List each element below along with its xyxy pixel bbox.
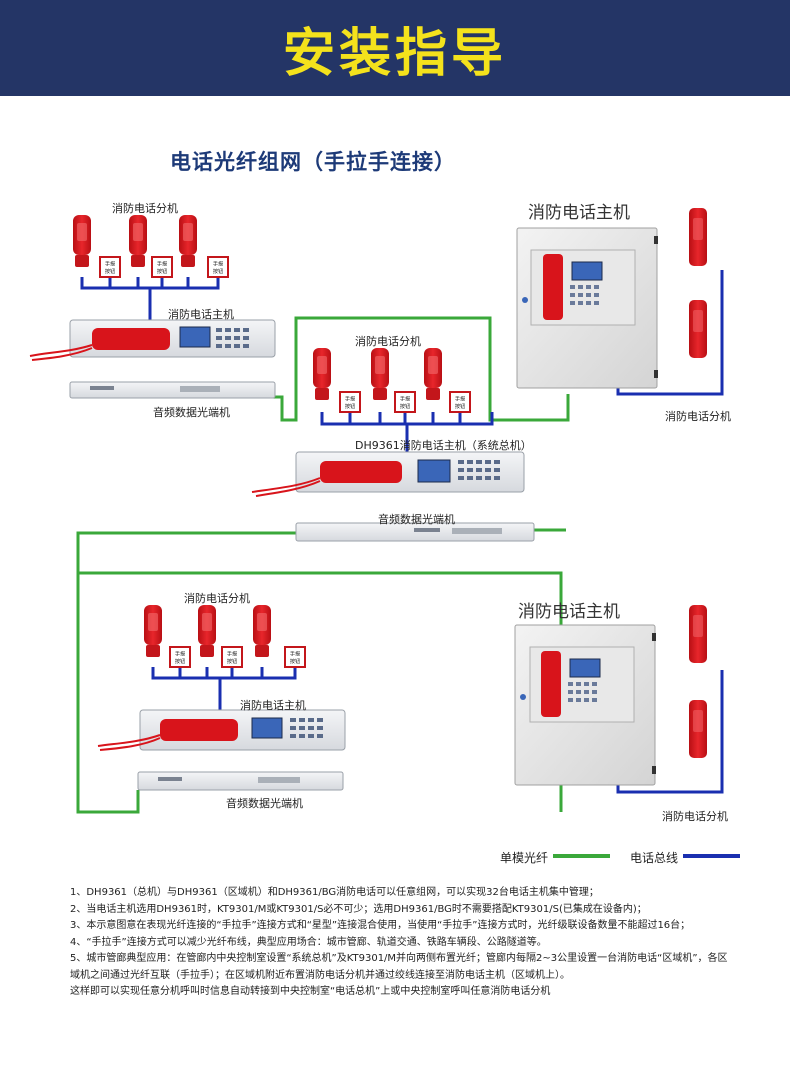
label-ext-bottom-right: 消防电话分机: [662, 810, 728, 823]
ext-group-top-left: [73, 215, 229, 278]
label-optical-bottom-left: 音频数据光端机: [226, 797, 303, 810]
note-item: 这样即可以实现任意分机呼叫时信息自动转接到中央控制室“电话总机”上或中央控制室呼…: [70, 986, 551, 997]
host-rack-top-left: [29, 319, 276, 399]
page-title: 安装指导: [282, 23, 507, 84]
host-rack-center: [251, 451, 535, 542]
host-rack-bottom-left: [97, 709, 346, 791]
legend-fiber-label: 单模光纤: [500, 851, 549, 865]
label-ext-bottom-left: 消防电话分机: [184, 592, 250, 605]
label-host-center: DH9361消防电话主机（系统总机）: [355, 439, 532, 452]
wall-phones-bottom-right: [689, 605, 707, 758]
note-item: 2、当电话主机选用DH9361时，KT9301/M或KT9301/S必不可少；选…: [70, 903, 647, 915]
host-cabinet-top-right: [516, 227, 658, 389]
fiber-line-bottom-left: [76, 573, 140, 814]
fiber-line-middle: [76, 531, 563, 812]
label-host-bottom-left: 消防电话主机: [240, 699, 306, 712]
installation-notes: 1、DH9361（总机）与DH9361（区域机）和DH9361/BG消防电话可以…: [70, 885, 730, 1001]
label-ext-center: 消防电话分机: [355, 335, 421, 348]
label-ext-top-left: 消防电话分机: [112, 202, 178, 215]
host-cabinet-bottom-right: [514, 624, 656, 786]
label-cabinet-top-right: 消防电话主机: [528, 203, 630, 223]
ext-group-center: [313, 348, 471, 413]
legend-phone-bus-label: 电话总线: [630, 851, 679, 865]
label-cabinet-bottom-right: 消防电话主机: [518, 602, 620, 622]
note-item: 5、城市管廊典型应用：在管廊内中央控制室设置“系统总机”及KT9301/M并向两…: [70, 953, 728, 981]
phone-bus-lines: [80, 270, 724, 794]
label-optical-top-left: 音频数据光端机: [153, 406, 230, 419]
wall-phones-top-right: [689, 208, 707, 358]
note-item: 4、“手拉手”连接方式可以减少光纤布线，典型应用场合：城市管廊、轨道交通、铁路车…: [70, 936, 547, 948]
note-item: 1、DH9361（总机）与DH9361（区域机）和DH9361/BG消防电话可以…: [70, 887, 599, 898]
diagram-subtitle: 电话光纤组网（手拉手连接）: [170, 150, 456, 174]
header-banner: 安装指导: [0, 0, 790, 96]
ext-group-bottom-left: [144, 605, 306, 668]
label-host-top-left: 消防电话主机: [168, 308, 234, 321]
label-optical-center: 音频数据光端机: [378, 513, 455, 526]
fiber-line-top: [270, 316, 570, 422]
label-ext-top-right: 消防电话分机: [665, 410, 731, 423]
note-item: 3、本示意图意在表现光纤连接的“手拉手”连接方式和“星型”连接混合使用，当使用“…: [70, 920, 691, 931]
